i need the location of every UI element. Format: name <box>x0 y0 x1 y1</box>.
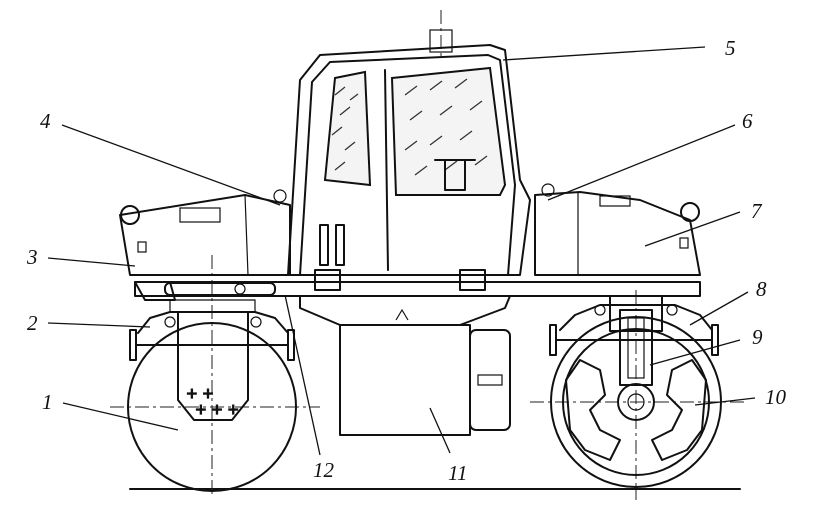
callout-1: 1 <box>42 390 53 414</box>
leader-lines <box>47 46 756 456</box>
callout-4: 4 <box>40 109 51 133</box>
callout-9: 9 <box>752 325 763 349</box>
front-drum <box>127 322 297 492</box>
drive-link <box>164 282 276 296</box>
callout-5: 5 <box>725 36 736 60</box>
cab <box>287 29 531 291</box>
engine-block <box>299 295 511 436</box>
callout-12: 12 <box>313 458 335 482</box>
svg-text:+ +: + + <box>186 386 214 402</box>
callout-11: 11 <box>448 461 467 485</box>
svg-text:+ + +: + + + <box>195 402 239 418</box>
callout-7: 7 <box>751 199 763 223</box>
front-fork: + + + + + <box>129 299 295 421</box>
callout-3: 3 <box>26 245 38 269</box>
callout-6: 6 <box>742 109 753 133</box>
callouts: 1 2 3 4 5 6 7 8 9 10 11 12 <box>26 36 787 485</box>
callout-10: 10 <box>765 385 787 409</box>
rear-yoke <box>549 295 719 386</box>
callout-2: 2 <box>27 311 38 335</box>
callout-8: 8 <box>756 277 767 301</box>
glass-hatching <box>331 78 488 176</box>
